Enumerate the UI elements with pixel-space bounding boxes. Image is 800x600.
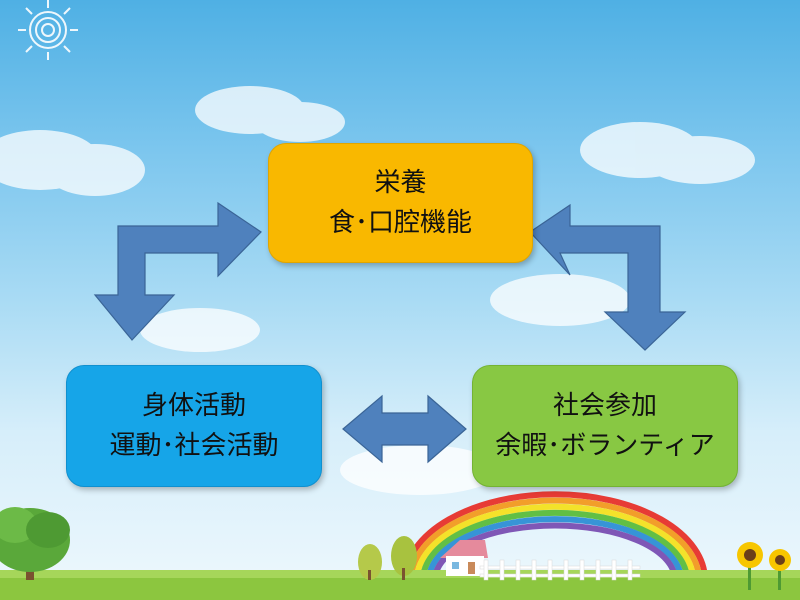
sun-icon [18,0,78,60]
bush-icon [358,536,417,580]
house-icon [440,540,488,576]
node-physical-activity-title: 身体活動 [141,391,246,421]
node-nutrition: 栄養 食･口腔機能 [268,143,533,263]
node-nutrition-title: 栄養 [374,168,427,198]
node-nutrition-subtitle: 食･口腔機能 [328,208,472,238]
sunflower-icon [737,542,791,590]
ground [0,575,800,600]
arrow-top-left [93,201,262,341]
node-physical-activity: 身体活動 運動･社会活動 [66,365,322,487]
rainbow-icon [402,491,708,581]
node-social-participation-title: 社会参加 [552,391,657,421]
fence-icon [479,559,641,581]
node-social-participation: 社会参加 余暇･ボランティア [472,365,738,487]
arrow-top-right [529,203,687,351]
node-social-participation-subtitle: 余暇･ボランティア [495,431,715,461]
arrow-left-right [342,394,467,464]
node-physical-activity-subtitle: 運動･社会活動 [109,431,279,461]
tree-icon [0,507,70,580]
